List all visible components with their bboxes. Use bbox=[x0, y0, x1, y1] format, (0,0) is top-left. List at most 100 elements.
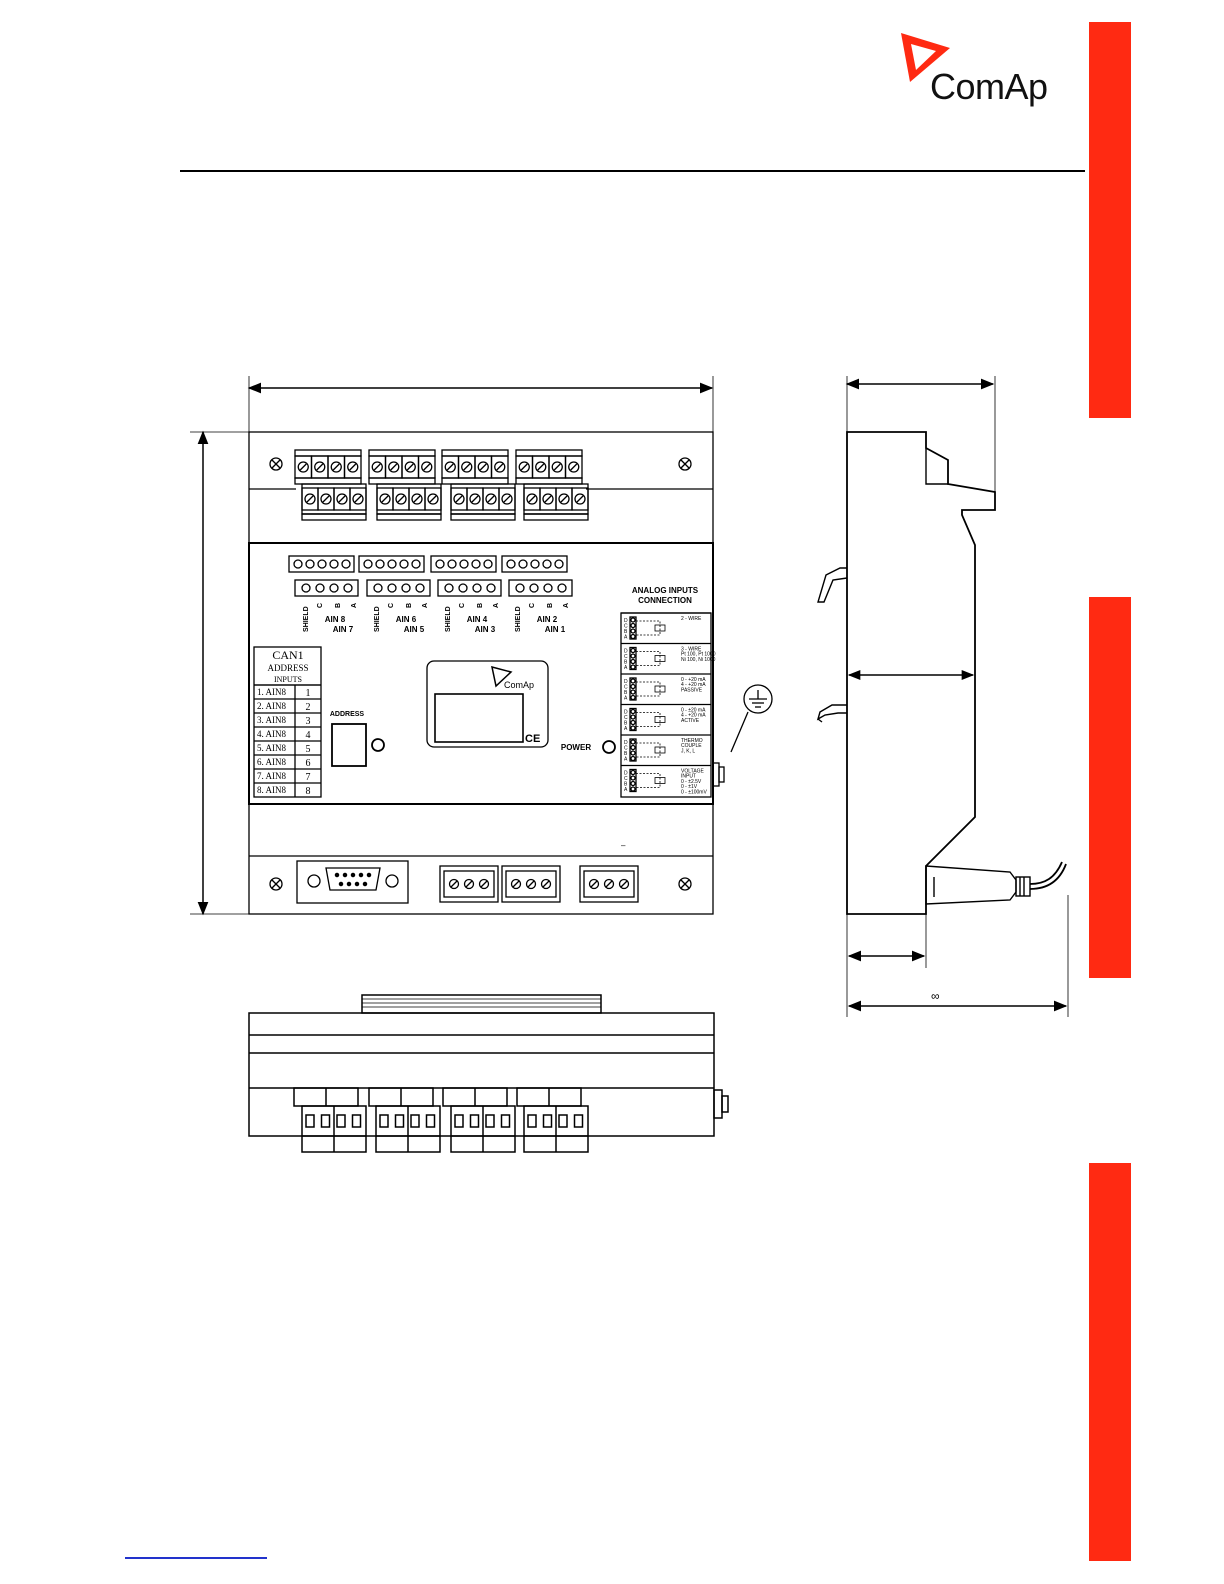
can-table-cell: 1 bbox=[306, 688, 311, 699]
terminal-block-base bbox=[294, 477, 362, 485]
pin-strip bbox=[501, 555, 568, 573]
terminal-screw-slot bbox=[349, 463, 357, 471]
terminal-screw-slot bbox=[455, 495, 463, 503]
terminal-screw-slot bbox=[306, 495, 314, 503]
wiring-label: Ni 100, Ni 1000 bbox=[681, 657, 716, 663]
terminal-opening bbox=[351, 1114, 362, 1128]
wiring-label: INPUT bbox=[681, 774, 696, 780]
bottom-connector-slot bbox=[620, 880, 628, 888]
wiring-terminal-pin bbox=[630, 750, 636, 756]
can-table-cell: 6 bbox=[306, 758, 311, 769]
wiring-label: J, K, L bbox=[681, 748, 695, 754]
analog-inputs-title: ANALOG INPUTS bbox=[632, 586, 699, 595]
terminal-letter: B bbox=[406, 603, 413, 608]
terminal-screw bbox=[314, 461, 326, 473]
wiring-sketch bbox=[636, 620, 661, 636]
terminal-screw-slot bbox=[413, 495, 421, 503]
terminal-letter: A bbox=[422, 603, 429, 608]
terminal-letter: B bbox=[335, 603, 342, 608]
pin-strip bbox=[430, 555, 497, 573]
terminal-letter: A bbox=[351, 603, 358, 608]
terminal-screw bbox=[336, 493, 348, 505]
terminal-letter: SHIELD bbox=[303, 606, 310, 632]
wiring-terminal-letter: B bbox=[624, 782, 628, 788]
wiring-terminal-letter: C bbox=[624, 685, 628, 691]
can-table-subtitle: ADDRESS bbox=[267, 663, 308, 673]
pin bbox=[515, 583, 525, 593]
terminal-screw bbox=[395, 493, 407, 505]
section-tab-top bbox=[1089, 22, 1131, 418]
terminal-screw bbox=[371, 461, 383, 473]
wiring-sensor bbox=[654, 777, 666, 784]
terminal-opening bbox=[379, 1114, 389, 1128]
address-switch[interactable] bbox=[331, 723, 367, 767]
terminal-screw bbox=[574, 493, 586, 505]
can-table-subtitle: INPUTS bbox=[274, 675, 302, 684]
pin bbox=[341, 559, 351, 569]
terminal-screw bbox=[469, 493, 481, 505]
pin bbox=[543, 583, 553, 593]
terminal-opening bbox=[320, 1114, 331, 1128]
pin bbox=[375, 559, 385, 569]
wiring-label: 0 - ±20 mA bbox=[681, 708, 706, 714]
wiring-terminal-letter: A bbox=[624, 635, 628, 641]
terminal-opening bbox=[558, 1114, 568, 1128]
wiring-terminal-letter: D bbox=[624, 710, 628, 716]
pin bbox=[411, 559, 421, 569]
wiring-terminal-letter: C bbox=[624, 776, 628, 782]
terminal-opening bbox=[336, 1114, 346, 1128]
can-table-cell: 1. AIN8 bbox=[257, 687, 286, 697]
can-table-cell: 7 bbox=[306, 772, 311, 783]
footer-link-underline bbox=[125, 1557, 267, 1559]
bottom-connector-slot bbox=[512, 880, 520, 888]
can-table-cell: 5. AIN8 bbox=[257, 743, 286, 753]
ground-icon bbox=[730, 684, 773, 753]
terminal-screw-slot bbox=[406, 463, 414, 471]
terminal-screw bbox=[330, 461, 342, 473]
terminal-screw-slot bbox=[429, 495, 437, 503]
wiring-terminal-pin bbox=[630, 786, 636, 792]
can-table-cell: 8. AIN8 bbox=[257, 785, 286, 795]
can-table-cell: 3 bbox=[306, 716, 311, 727]
wiring-label: 0 - ±100mV bbox=[681, 789, 707, 795]
terminal-letter: C bbox=[388, 603, 395, 608]
terminal-blocks-lower bbox=[301, 483, 589, 521]
center-logo-text: ComAp bbox=[504, 680, 534, 690]
terminal-screw bbox=[444, 461, 456, 473]
terminal-screw bbox=[320, 493, 332, 505]
terminal-screw-slot bbox=[560, 495, 568, 503]
pin bbox=[458, 583, 468, 593]
terminal-screw-slot bbox=[576, 495, 584, 503]
terminal-opening bbox=[527, 1114, 537, 1128]
pin-strip bbox=[437, 579, 502, 597]
terminal-screw bbox=[494, 461, 506, 473]
wiring-terminal-pin bbox=[630, 617, 636, 623]
terminal-screw-slot bbox=[479, 463, 487, 471]
terminal-screw-slot bbox=[520, 463, 528, 471]
terminal-screw bbox=[352, 493, 364, 505]
mounting-screw bbox=[678, 877, 692, 891]
terminal-block-base bbox=[441, 477, 509, 485]
db9-connector bbox=[296, 860, 409, 904]
terminal-screw bbox=[379, 493, 391, 505]
terminal-blocks-upper bbox=[294, 449, 583, 485]
wiring-terminal-pin bbox=[630, 708, 636, 715]
pin bbox=[459, 559, 469, 569]
terminal-opening bbox=[500, 1114, 511, 1128]
terminal-block-foot bbox=[376, 513, 442, 521]
bottom-connector-screw bbox=[478, 878, 490, 890]
pin bbox=[363, 559, 373, 569]
pin bbox=[486, 583, 496, 593]
terminal-opening bbox=[573, 1114, 584, 1128]
terminal-letter: SHIELD bbox=[374, 606, 381, 632]
pin bbox=[554, 559, 564, 569]
wiring-label: Pt 100, Pt 1000 bbox=[681, 652, 716, 658]
bottom-connector-slot bbox=[605, 880, 613, 888]
terminal-letter: SHIELD bbox=[445, 606, 452, 632]
ain-label-bottom: AIN 3 bbox=[475, 625, 496, 634]
terminal-screw-slot bbox=[338, 495, 346, 503]
mounting-screw bbox=[269, 457, 283, 471]
can-table-cell: 6. AIN8 bbox=[257, 757, 286, 767]
